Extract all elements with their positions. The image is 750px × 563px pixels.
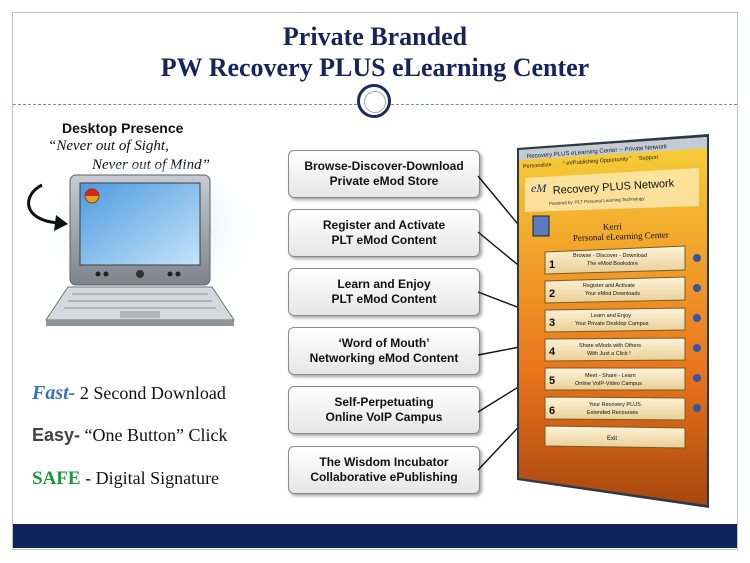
laptop-illustration bbox=[27, 165, 250, 326]
app-window: Recovery PLUS eLearning Center -- Privat… bbox=[517, 134, 709, 508]
svg-text:Browse - Discover - Download: Browse - Discover - Download bbox=[573, 253, 647, 259]
app-button-1[interactable]: 1 Browse - Discover - Download The eMod … bbox=[544, 245, 701, 275]
feature-safe: SAFE - Digital Signature bbox=[32, 468, 219, 490]
callout-4-line-1: ‘Word of Mouth’ bbox=[338, 336, 430, 350]
info-icon bbox=[693, 284, 701, 292]
svg-text:Your Private Desktop Campus: Your Private Desktop Campus bbox=[575, 321, 649, 327]
app-menu-personalize[interactable]: Personalize bbox=[523, 162, 552, 170]
divider-right bbox=[391, 104, 737, 105]
footer-bar bbox=[13, 524, 737, 548]
info-icon bbox=[693, 314, 701, 322]
callout-box-4: ‘Word of Mouth’ Networking eMod Content bbox=[288, 327, 480, 375]
callout-box-5: Self-Perpetuating Online VoIP Campus bbox=[288, 386, 480, 434]
svg-text:Extended Recourses: Extended Recourses bbox=[587, 410, 638, 416]
callout-2-line-1: Register and Activate bbox=[322, 218, 446, 232]
feature-easy-text: “One Button” Click bbox=[80, 425, 228, 445]
info-icon bbox=[693, 404, 701, 412]
svg-text:Share eMods with Others: Share eMods with Others bbox=[579, 343, 641, 349]
circle-ornament-icon bbox=[357, 84, 391, 118]
info-icon bbox=[693, 374, 701, 382]
svg-text:With Just a Click !: With Just a Click ! bbox=[587, 351, 631, 357]
callout-3-line-2: PLT eMod Content bbox=[331, 292, 437, 306]
svg-text:6: 6 bbox=[549, 405, 555, 417]
svg-text:Your Recovery PLUS: Your Recovery PLUS bbox=[589, 402, 641, 408]
app-button-4[interactable]: 4 Share eMods with Others With Just a Cl… bbox=[544, 337, 701, 362]
app-button-3[interactable]: 3 Learn and Enjoy Your Private Desktop C… bbox=[544, 307, 701, 333]
app-button-6[interactable]: 6 Your Recovery PLUS Extended Recourses bbox=[544, 396, 701, 421]
app-user-name: Kerri bbox=[603, 221, 623, 232]
svg-text:3: 3 bbox=[549, 317, 555, 329]
title-line-2: PW Recovery PLUS eLearning Center bbox=[160, 53, 590, 82]
svg-text:Online VoIP-Video Campus: Online VoIP-Video Campus bbox=[575, 381, 642, 387]
callout-4-line-2: Networking eMod Content bbox=[309, 351, 459, 365]
callout-1-line-1: Browse-Discover-Download bbox=[304, 159, 464, 173]
callout-6-line-1: The Wisdom Incubator bbox=[319, 455, 449, 469]
feature-fast: Fast- 2 Second Download bbox=[32, 382, 226, 405]
svg-text:The eMod Bookstore: The eMod Bookstore bbox=[587, 261, 638, 267]
info-icon bbox=[693, 344, 701, 352]
svg-text:Learn and Enjoy: Learn and Enjoy bbox=[591, 313, 631, 319]
app-badge-icon bbox=[532, 215, 550, 237]
svg-text:1: 1 bbox=[549, 259, 555, 271]
callout-2-line-2: PLT eMod Content bbox=[331, 233, 437, 247]
app-exit-button[interactable]: Exit bbox=[544, 425, 686, 449]
callout-5-line-1: Self-Perpetuating bbox=[334, 395, 434, 409]
callout-3-line-1: Learn and Enjoy bbox=[337, 277, 431, 291]
app-logo-icon: eM bbox=[531, 181, 547, 195]
callout-box-3: Learn and Enjoy PLT eMod Content bbox=[288, 268, 480, 316]
divider-left bbox=[13, 104, 357, 105]
app-center-label: Personal eLearning Center bbox=[573, 230, 669, 243]
feature-easy: Easy- “One Button” Click bbox=[32, 425, 228, 446]
app-button-2[interactable]: 2 Register and Activate Your eMod Downlo… bbox=[544, 276, 701, 304]
title-line-1: Private Branded bbox=[282, 22, 468, 51]
feature-fast-key: Fast- bbox=[32, 382, 76, 404]
callout-5-line-2: Online VoIP Campus bbox=[325, 410, 443, 424]
svg-text:5: 5 bbox=[549, 375, 555, 387]
desktop-presence-title: Desktop Presence bbox=[62, 120, 184, 136]
callout-box-2: Register and Activate PLT eMod Content bbox=[288, 209, 480, 257]
app-menu-epublishing[interactable]: “ eVPublishing Opportunity ” bbox=[563, 156, 632, 167]
svg-text:Register and Activate: Register and Activate bbox=[583, 283, 635, 289]
feature-safe-key: SAFE bbox=[32, 468, 81, 489]
callout-6-line-2: Collaborative ePublishing bbox=[310, 470, 458, 484]
feature-safe-text: - Digital Signature bbox=[80, 468, 220, 488]
callout-box-1: Browse-Discover-Download Private eMod St… bbox=[288, 150, 480, 198]
app-button-5[interactable]: 5 Meet - Share - Learn Online VoIP-Video… bbox=[544, 367, 701, 391]
curved-arrow-icon bbox=[27, 183, 59, 225]
feature-easy-key: Easy- bbox=[32, 425, 81, 445]
feature-fast-text: 2 Second Download bbox=[75, 383, 226, 403]
info-icon bbox=[693, 254, 701, 262]
app-menu-support[interactable]: Support bbox=[639, 155, 659, 162]
callout-1-line-2: Private eMod Store bbox=[329, 174, 439, 188]
desktop-quote-line-1: “Never out of Sight, bbox=[48, 138, 169, 154]
svg-text:2: 2 bbox=[549, 288, 555, 300]
svg-text:Meet - Share - Learn: Meet - Share - Learn bbox=[585, 373, 636, 379]
svg-text:Your eMod Downloads: Your eMod Downloads bbox=[585, 291, 640, 297]
app-powered-by: Powered by: PLT Personal Learning Techno… bbox=[549, 196, 646, 206]
svg-text:4: 4 bbox=[549, 346, 556, 358]
svg-text:Exit: Exit bbox=[607, 436, 617, 442]
callout-box-6: The Wisdom Incubator Collaborative ePubl… bbox=[288, 446, 480, 494]
